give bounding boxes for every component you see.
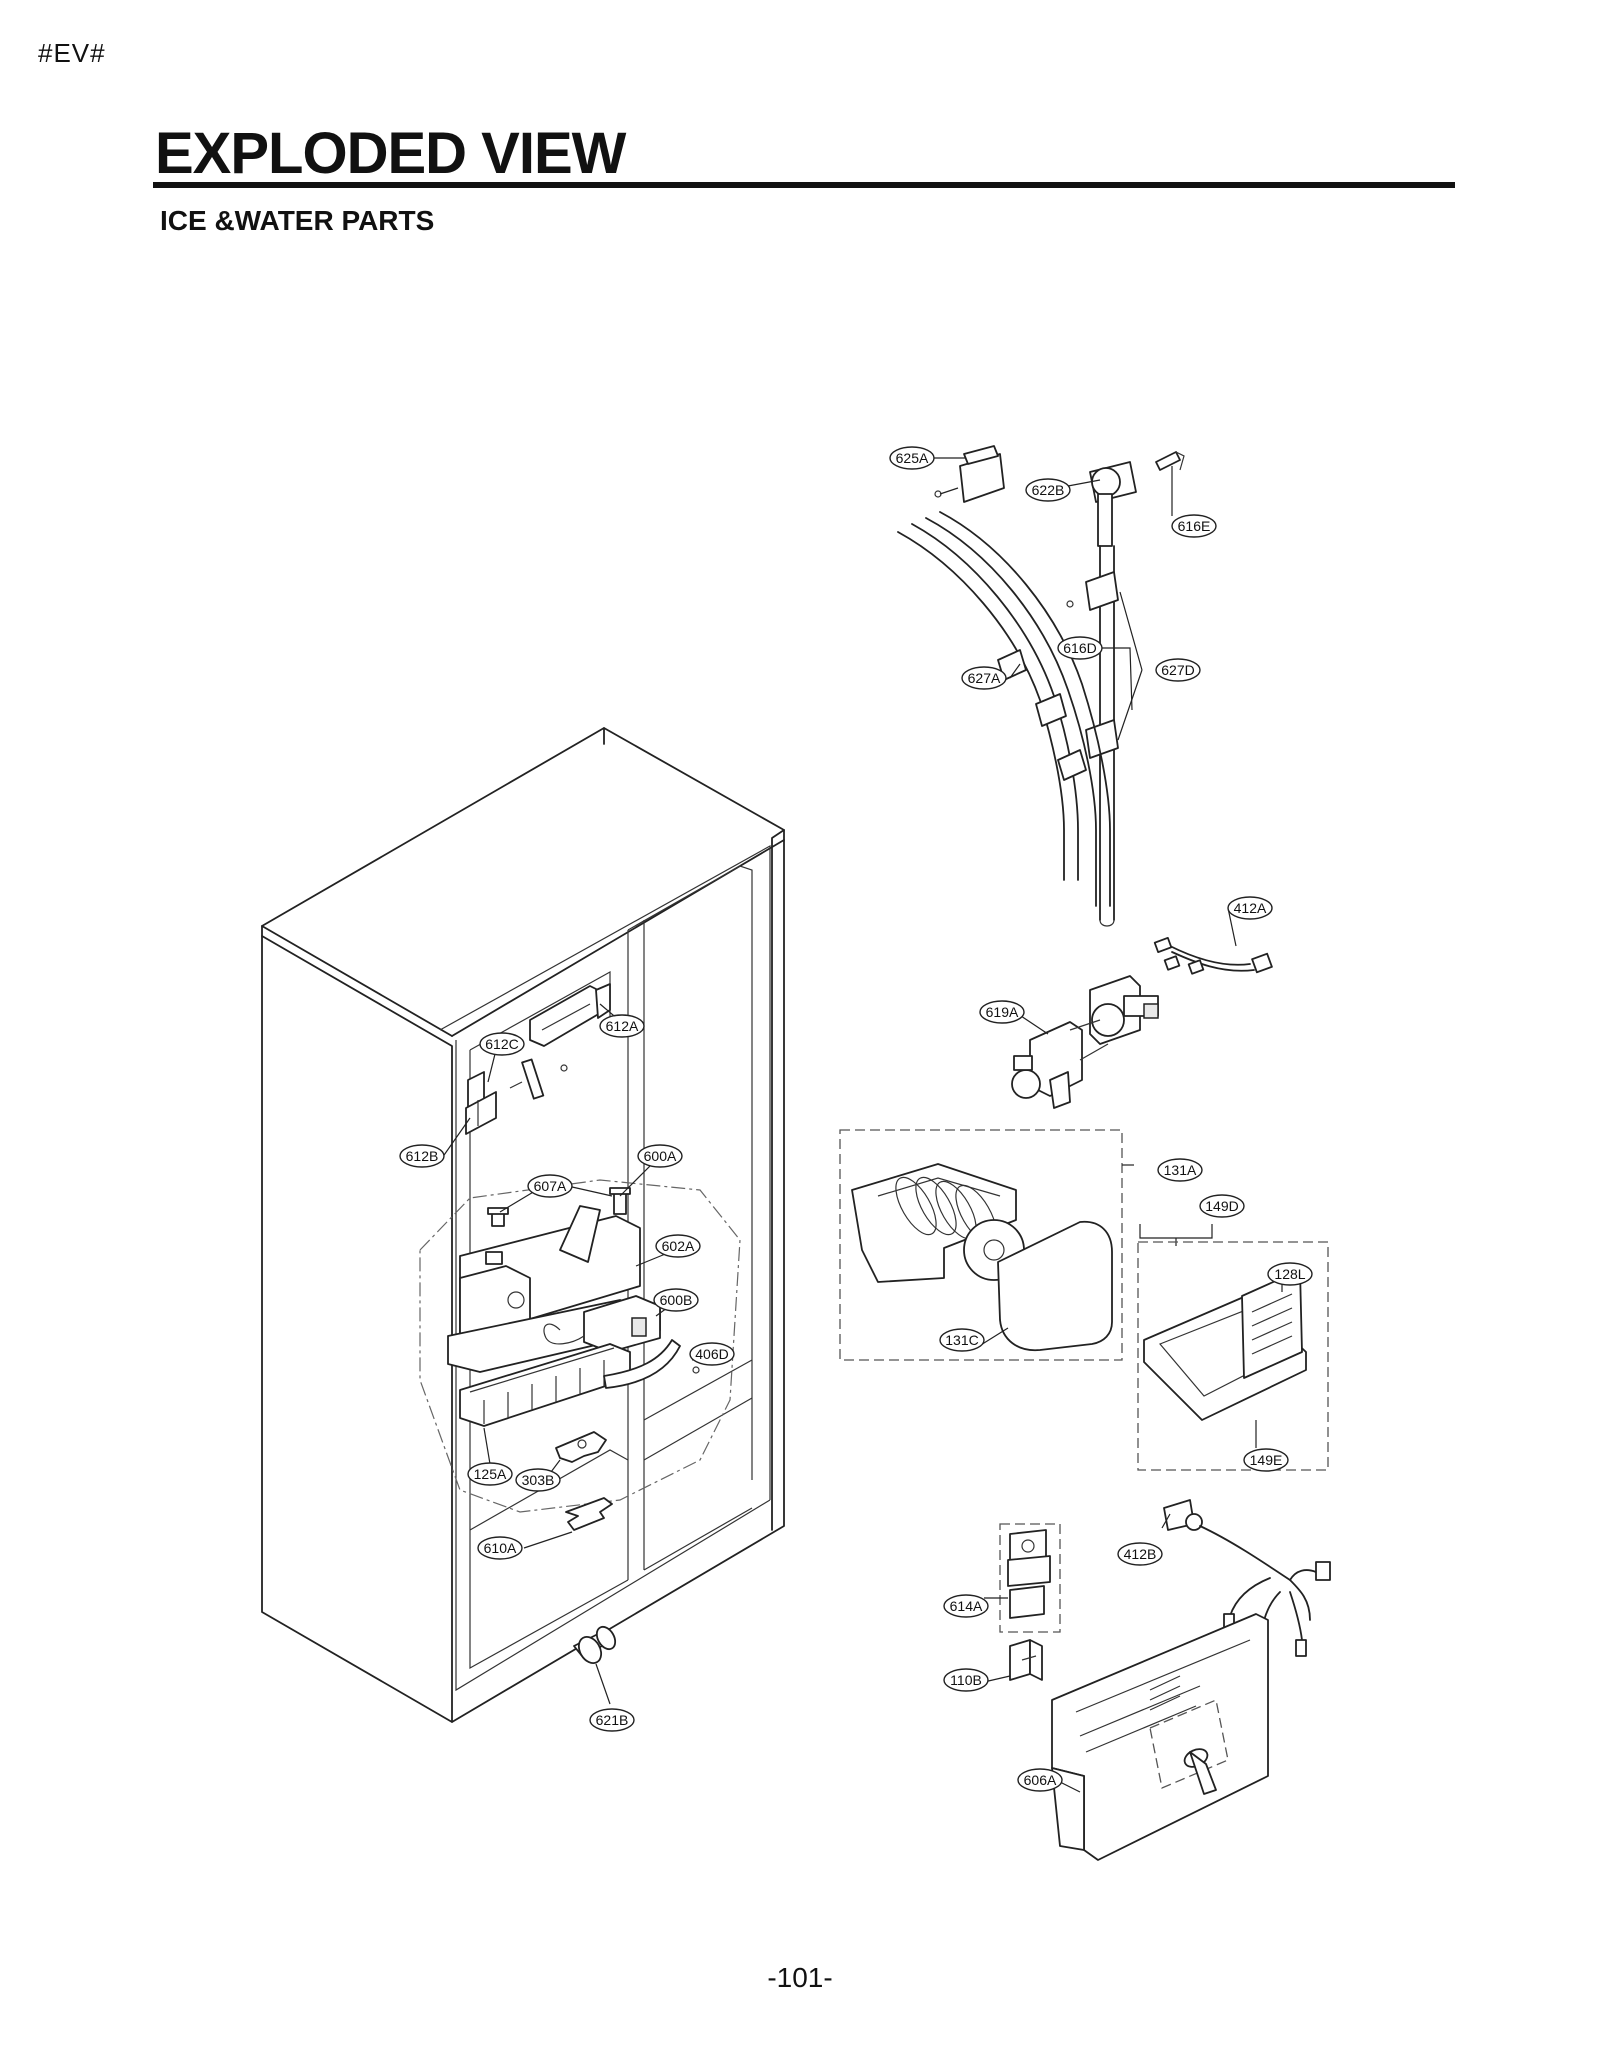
callout-616d: 616D	[1057, 636, 1103, 660]
svg-text:412B: 412B	[1124, 1546, 1157, 1562]
svg-text:600B: 600B	[660, 1292, 693, 1308]
callout-149d: 149D	[1199, 1194, 1245, 1218]
dispenser-housing	[1051, 1613, 1269, 1861]
callout-412a: 412A	[1227, 896, 1273, 920]
svg-text:616E: 616E	[1178, 518, 1211, 534]
callout-602a: 602A	[655, 1234, 701, 1258]
callout-627a: 627A	[961, 666, 1007, 690]
bracket-149d	[1139, 1224, 1213, 1239]
callout-621b: 621B	[589, 1708, 635, 1732]
callout-303b: 303B	[515, 1468, 561, 1492]
page-number: -101-	[767, 1962, 833, 1993]
water-fitting	[573, 1625, 617, 1665]
callout-125a: 125A	[467, 1462, 513, 1486]
ice-bin-assembly	[851, 1163, 1113, 1352]
callout-131a: 131A	[1157, 1158, 1203, 1182]
callout-110b: 110B	[943, 1668, 989, 1692]
callout-616e: 616E	[1171, 514, 1217, 538]
svg-text:600A: 600A	[644, 1148, 677, 1164]
icemaker-assembly	[447, 983, 700, 1531]
svg-text:412A: 412A	[1234, 900, 1267, 916]
svg-text:614A: 614A	[950, 1598, 983, 1614]
svg-text:627A: 627A	[968, 670, 1001, 686]
callout-131c: 131C	[939, 1328, 985, 1352]
svg-text:625A: 625A	[896, 450, 929, 466]
svg-text:128L: 128L	[1274, 1266, 1305, 1282]
svg-text:612B: 612B	[406, 1148, 439, 1164]
svg-text:627D: 627D	[1161, 662, 1194, 678]
switch-group-box	[999, 1523, 1061, 1633]
svg-text:602A: 602A	[662, 1238, 695, 1254]
retainer-clip	[1009, 1639, 1043, 1681]
callout-149e: 149E	[1243, 1448, 1289, 1472]
section-subtitle: ICE &WATER PARTS	[160, 205, 435, 236]
svg-text:607A: 607A	[534, 1178, 567, 1194]
callout-614a: 614A	[943, 1594, 989, 1618]
water-tube-assembly	[897, 445, 1185, 927]
dispenser-switch	[1007, 1529, 1051, 1619]
callout-612b: 612B	[399, 1144, 445, 1168]
leader-lines	[441, 457, 1283, 1793]
svg-text:131A: 131A	[1164, 1162, 1197, 1178]
svg-text:125A: 125A	[474, 1466, 507, 1482]
callout-412b: 412B	[1117, 1542, 1163, 1566]
ice-bin-group-box	[839, 1129, 1123, 1361]
svg-text:612C: 612C	[485, 1036, 518, 1052]
svg-text:149D: 149D	[1205, 1198, 1238, 1214]
wire-harness-lower	[1163, 1499, 1331, 1657]
svg-text:612A: 612A	[606, 1018, 639, 1034]
callout-625a: 625A	[889, 446, 935, 470]
callout-607a: 607A	[527, 1174, 573, 1198]
svg-text:131C: 131C	[945, 1332, 978, 1348]
callout-619a: 619A	[979, 1000, 1025, 1024]
svg-text:149E: 149E	[1250, 1452, 1283, 1468]
svg-text:622B: 622B	[1032, 482, 1065, 498]
icemaker-zone-outline	[419, 1179, 741, 1513]
bin-door-group-box	[1137, 1241, 1329, 1471]
title-rule	[153, 182, 1455, 188]
svg-text:303B: 303B	[522, 1472, 555, 1488]
document-tag: #EV#	[38, 38, 106, 68]
svg-text:619A: 619A	[986, 1004, 1019, 1020]
callout-600a: 600A	[637, 1144, 683, 1168]
callout-600b: 600B	[653, 1288, 699, 1312]
callout-622b: 622B	[1025, 478, 1071, 502]
callout-406d: 406D	[689, 1342, 735, 1366]
callout-610a: 610A	[477, 1536, 523, 1560]
callout-606a: 606A	[1017, 1768, 1063, 1792]
wire-harness-upper	[1153, 937, 1273, 975]
callout-128l: 128L	[1267, 1262, 1313, 1286]
page-title: EXPLODED VIEW	[155, 121, 626, 186]
svg-text:406D: 406D	[695, 1346, 728, 1362]
callout-612c: 612C	[479, 1032, 525, 1056]
refrigerator-cabinet	[261, 727, 785, 1723]
svg-text:606A: 606A	[1024, 1772, 1057, 1788]
callout-612a: 612A	[599, 1014, 645, 1038]
callout-627d: 627D	[1155, 658, 1201, 682]
svg-text:616D: 616D	[1063, 640, 1096, 656]
bin-door-assembly	[1143, 1269, 1307, 1421]
water-valve	[1011, 975, 1159, 1109]
svg-text:621B: 621B	[596, 1712, 629, 1728]
svg-text:610A: 610A	[484, 1540, 517, 1556]
svg-text:110B: 110B	[950, 1672, 982, 1688]
